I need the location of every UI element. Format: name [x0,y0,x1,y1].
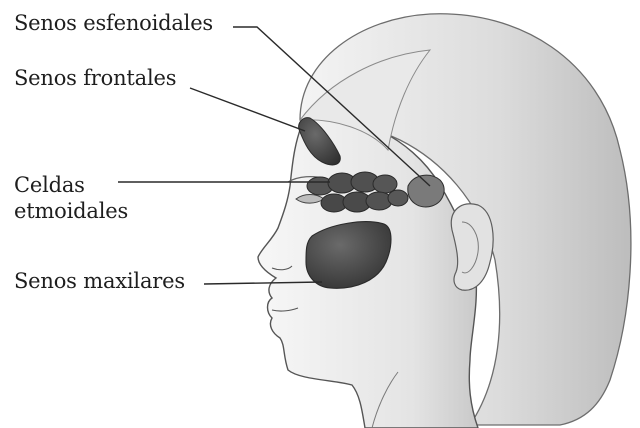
label-ethmoid-line1: Celdas [14,172,128,198]
label-ethmoid-cells: Celdas etmoidales [14,172,128,224]
ear [451,204,493,290]
label-frontal-sinuses: Senos frontales [14,66,176,90]
sphenoid-sinus [408,175,444,207]
label-ethmoid-line2: etmoidales [14,198,128,224]
label-sphenoid-sinuses: Senos esfenoidales [14,11,213,35]
leader-frontal [190,88,305,131]
label-maxillary-sinuses: Senos maxilares [14,269,185,293]
